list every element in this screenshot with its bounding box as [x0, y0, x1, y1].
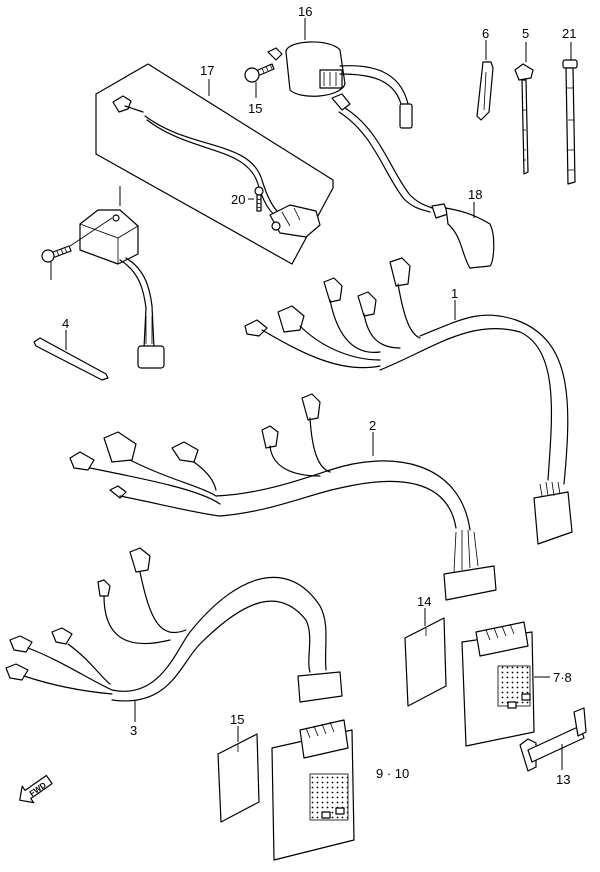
callout-16: 18	[468, 187, 482, 202]
callout-18: 20	[231, 192, 245, 207]
callout-15: 15	[248, 101, 262, 116]
part-13-cushion-pad[interactable]	[217, 733, 260, 823]
part-5-clamp-band[interactable]	[514, 63, 534, 175]
part-19-clamp-band[interactable]	[562, 59, 578, 185]
part-7-8-control-unit[interactable]	[461, 621, 535, 747]
part-18-screw[interactable]	[254, 186, 264, 212]
part-11-unit-band[interactable]	[519, 707, 587, 772]
callout-4: 4	[62, 316, 69, 331]
part-20-regulator[interactable]	[79, 209, 165, 369]
callout-14: 16	[298, 4, 312, 19]
callout-19: 21	[562, 26, 576, 41]
part-21-bolt[interactable]	[41, 217, 113, 263]
callout-1: 1	[451, 286, 458, 301]
part-14-ignition-coil[interactable]	[285, 41, 433, 213]
callout-9-10: 9 · 10	[376, 766, 409, 781]
callout-17: 17	[200, 63, 214, 78]
callout-7-8: 7·8	[553, 670, 572, 685]
part-17-sensor-assembly[interactable]	[95, 63, 334, 265]
callout-13: 15	[230, 712, 244, 727]
part-16-spark-plug-cap[interactable]	[431, 203, 495, 269]
part-12-cushion-pad[interactable]	[404, 617, 447, 707]
callout-3: 3	[130, 723, 137, 738]
part-4-cable-clamp[interactable]	[33, 337, 109, 381]
callout-5: 5	[522, 26, 529, 41]
part-6-clamp[interactable]	[476, 61, 494, 121]
part-1-main-harness[interactable]	[244, 257, 573, 545]
callout-2: 2	[369, 418, 376, 433]
part-2-harness[interactable]	[69, 393, 497, 601]
part-15-bolt[interactable]	[244, 63, 275, 83]
callout-6: 6	[482, 26, 489, 41]
callout-12: 14	[417, 594, 431, 609]
forward-arrow-icon: FWD	[19, 774, 53, 804]
part-9-10-control-unit[interactable]	[271, 719, 355, 861]
part-3-harness[interactable]	[5, 547, 343, 703]
callout-11: 13	[556, 772, 570, 787]
